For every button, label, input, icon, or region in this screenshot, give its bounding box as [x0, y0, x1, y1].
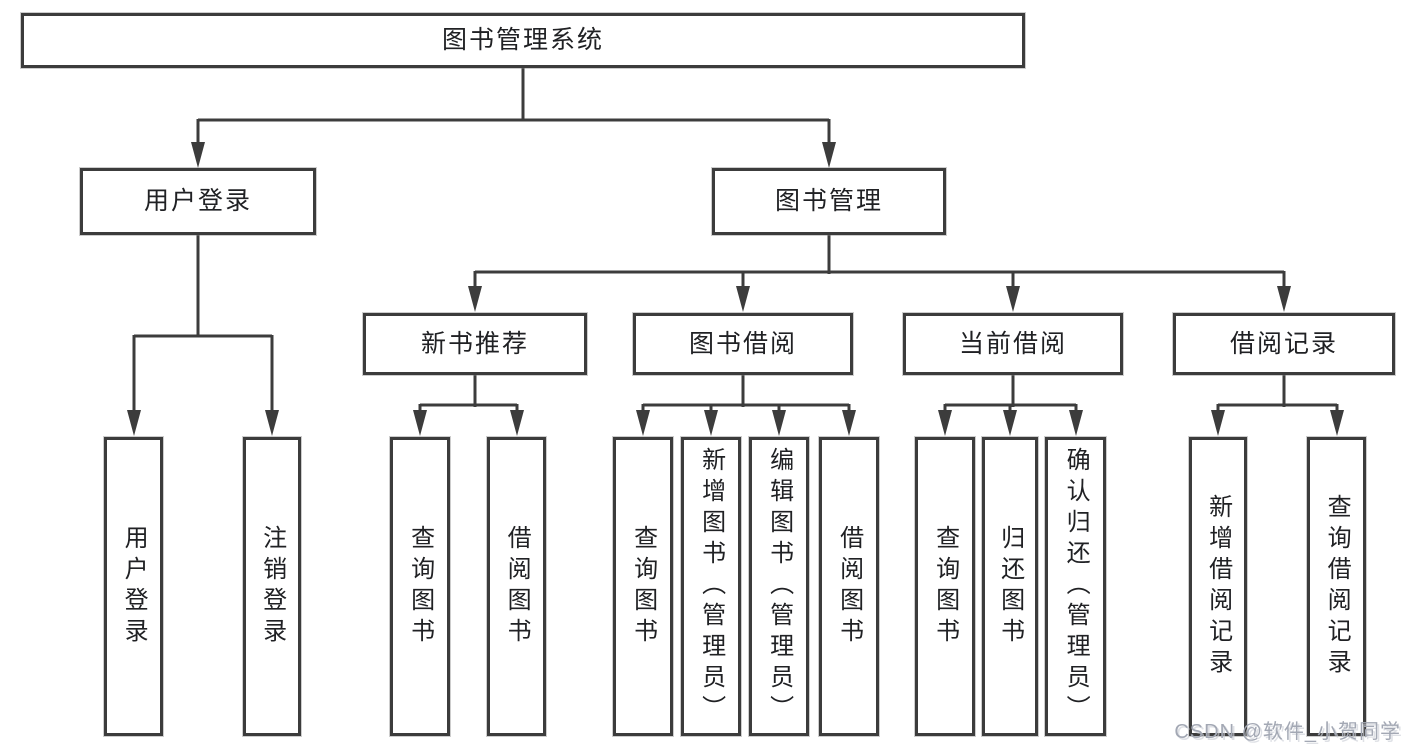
leaf-borrow-books-2: 借阅图书: [819, 437, 879, 736]
leaf-query-books-1: 查询图书: [390, 437, 450, 736]
leaf-user-login: 用户登录: [104, 437, 163, 736]
node-label: 当前借阅: [958, 329, 1067, 358]
node-label: 用户登录: [120, 524, 148, 649]
node-label: 查询图书: [629, 524, 657, 649]
node-book-management: 图书管理: [712, 168, 946, 235]
leaf-query-books-3: 查询图书: [915, 437, 975, 736]
node-label: 归还图书: [996, 524, 1024, 649]
connector-path: [132, 68, 1339, 414]
csdn-watermark: CSDN @软件_小贺同学: [1174, 721, 1401, 743]
leaf-return-books: 归还图书: [982, 437, 1038, 736]
leaf-add-borrow-record: 新增借阅记录: [1189, 437, 1247, 736]
node-label: 新书推荐: [420, 329, 529, 358]
node-label: 借阅记录: [1229, 329, 1338, 358]
node-label: 查询图书: [931, 524, 959, 649]
node-borrowing-records: 借阅记录: [1173, 313, 1395, 375]
leaf-query-borrow-record: 查询借阅记录: [1307, 437, 1366, 736]
node-new-book-recommendation: 新书推荐: [363, 313, 587, 375]
node-current-borrowing: 当前借阅: [903, 313, 1123, 375]
leaf-query-books-2: 查询图书: [613, 437, 673, 736]
node-label: 图书借阅: [688, 329, 797, 358]
leaf-logout: 注销登录: [243, 437, 301, 736]
node-label: 新增图书（管理员）: [697, 447, 725, 726]
leaf-add-books-admin: 新增图书（管理员）: [681, 437, 741, 736]
node-label: 借阅图书: [503, 524, 531, 649]
node-label: 确认归还（管理员）: [1062, 447, 1090, 726]
node-label: 图书管理系统: [441, 26, 604, 54]
leaf-confirm-return-admin: 确认归还（管理员）: [1045, 437, 1106, 736]
node-label: 图书管理: [774, 187, 883, 215]
node-book-borrowing: 图书借阅: [633, 313, 853, 375]
node-label: 编辑图书（管理员）: [765, 447, 793, 726]
node-label: 用户登录: [143, 187, 252, 215]
node-label: 查询借阅记录: [1323, 493, 1351, 680]
node-label: 借阅图书: [835, 524, 863, 649]
node-user-login: 用户登录: [80, 168, 316, 235]
node-label: 查询图书: [406, 524, 434, 649]
node-library-management-system: 图书管理系统: [21, 13, 1025, 68]
leaf-borrow-books-1: 借阅图书: [487, 437, 546, 736]
node-label: 注销登录: [258, 524, 286, 649]
node-label: 新增借阅记录: [1204, 493, 1232, 680]
leaf-edit-books-admin: 编辑图书（管理员）: [749, 437, 809, 736]
